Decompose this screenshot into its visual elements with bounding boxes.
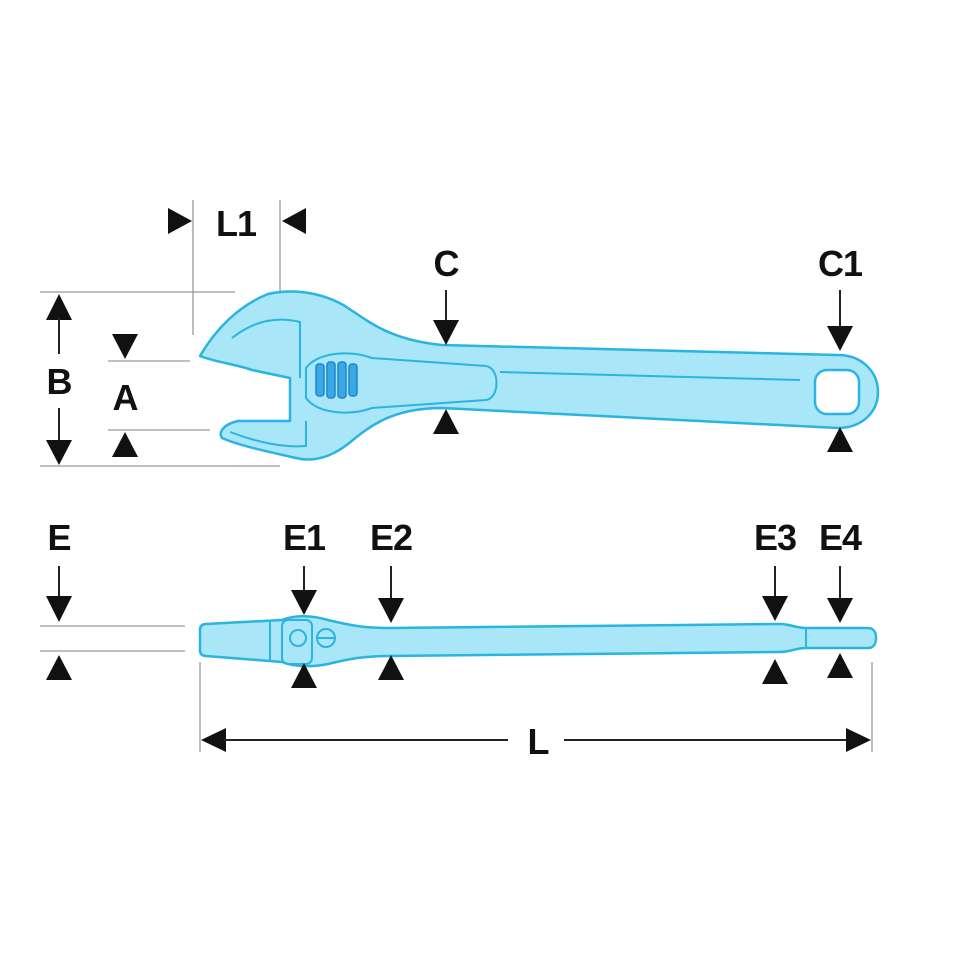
label-e3: E3: [754, 517, 796, 558]
dimension-b: B: [46, 294, 73, 465]
pivot-knob: [289, 629, 307, 647]
dimension-e3: E3: [754, 517, 797, 684]
arrow-l1-right: [282, 208, 306, 234]
worm-thread-1: [315, 363, 325, 397]
arrow-c1-up: [827, 427, 853, 452]
arrow-e-down: [46, 596, 72, 622]
arrow-l1-left: [168, 208, 192, 234]
label-e4: E4: [819, 517, 862, 558]
arrow-e4-down: [827, 598, 853, 623]
arrow-e2-down: [378, 598, 404, 623]
handle-ridge: [499, 371, 801, 381]
hanging-hole: [813, 368, 861, 416]
dimension-l: L: [201, 721, 871, 762]
wrench-top-view: [198, 290, 880, 461]
movable-jaw-contour: [229, 421, 307, 448]
label-e1: E1: [283, 517, 326, 558]
worm-thread-3: [337, 361, 347, 399]
fixed-jaw-contour: [231, 318, 301, 378]
arrow-a-up: [112, 432, 138, 457]
worm-gear: [315, 361, 358, 399]
dimension-c: C: [433, 243, 461, 434]
arrow-e1-up: [291, 663, 317, 688]
arrow-e1-down: [291, 590, 317, 615]
dimension-a: A: [112, 334, 140, 457]
top-view: L1 C C1 B A: [40, 200, 880, 467]
arrow-c1-down: [827, 326, 853, 351]
arrow-b-down: [46, 440, 72, 465]
arrow-e-up: [46, 655, 72, 680]
pivot-housing: [281, 619, 313, 665]
dimension-e4: E4: [819, 517, 863, 678]
label-l1: L1: [216, 203, 257, 244]
dimension-e2: E2: [370, 517, 413, 680]
arrow-c-down: [433, 320, 459, 345]
dimension-c1: C1: [818, 243, 864, 452]
label-e2: E2: [370, 517, 412, 558]
worm-thread-4: [348, 363, 358, 397]
label-c1: C1: [818, 243, 863, 284]
wrench-side-view: [198, 615, 878, 668]
worm-slot: [305, 352, 498, 414]
arrow-e4-up: [827, 653, 853, 678]
side-view: E E1 E2 E3 E4: [40, 517, 878, 762]
arrow-e3-down: [762, 596, 788, 621]
screw-head: [316, 628, 336, 648]
label-e: E: [47, 517, 70, 558]
wrench-side-body: [198, 615, 878, 668]
arrow-e3-up: [762, 659, 788, 684]
worm-thread-2: [326, 361, 336, 399]
arrow-l-right: [846, 728, 871, 752]
arrow-l-left: [201, 728, 226, 752]
wrench-body: [198, 290, 880, 461]
dimension-l1: L1: [168, 203, 306, 244]
label-c: C: [434, 243, 460, 284]
label-a: A: [113, 377, 139, 418]
label-b: B: [47, 361, 72, 402]
arrow-b-up: [46, 294, 72, 320]
dimension-e1: E1: [283, 517, 327, 688]
arrow-e2-up: [378, 655, 404, 680]
arrow-c-up: [433, 409, 459, 434]
label-l: L: [528, 721, 549, 762]
dimension-e: E: [46, 517, 72, 680]
arrow-a-down: [112, 334, 138, 359]
